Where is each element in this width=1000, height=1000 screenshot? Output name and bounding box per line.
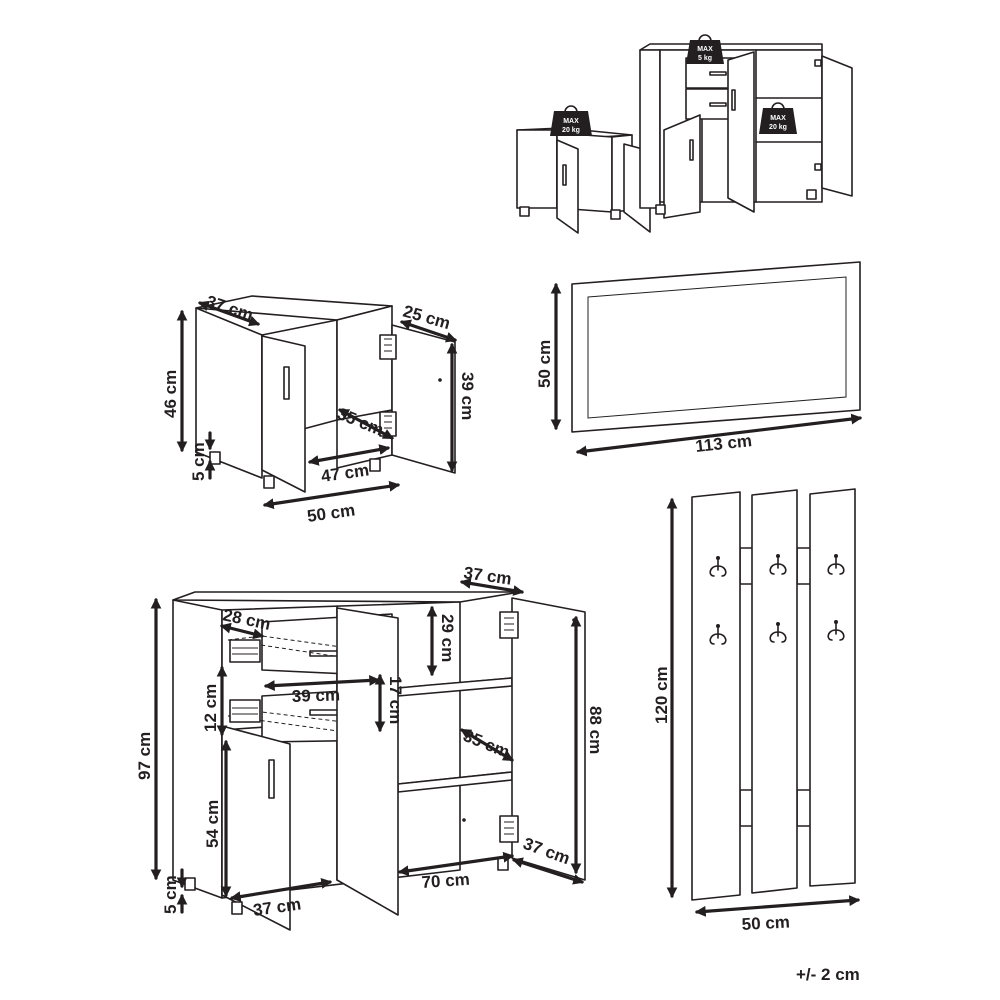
bedside-leg-height-label: 5 cm	[189, 442, 208, 481]
coat-hook-icon	[827, 554, 845, 575]
sideboard-drawer-height-2-label: 17 cm	[386, 676, 405, 724]
sideboard-lower-height-label: 54 cm	[203, 800, 222, 848]
sideboard-drawer-width-label: 39 cm	[291, 685, 340, 706]
drawer-weight-value: 5 kg	[698, 55, 712, 62]
coat-hook-icon	[769, 622, 787, 643]
mirror-width-label: 113 cm	[694, 431, 752, 456]
coat-hook-icon	[709, 624, 727, 645]
mirror-height-label: 50 cm	[535, 340, 554, 388]
sideboard-compartment-height-label: 29 cm	[438, 614, 457, 662]
coat-hook-icon	[709, 556, 727, 577]
shelf-weight-badge: MAX 20 kg	[759, 102, 797, 134]
coat-rack-height-label: 120 cm	[652, 666, 671, 724]
shelf-weight-value: 20 kg	[769, 124, 787, 131]
overview-bedside-cabinet	[516, 127, 651, 234]
coat-rack-width-label: 50 cm	[741, 912, 790, 933]
coat-hook-icon	[827, 620, 845, 641]
cabinet-weight-label: MAX	[563, 118, 579, 125]
sideboard-inner-height-label: 88 cm	[586, 706, 605, 754]
bedside-door-depth-label: 25 cm	[401, 302, 453, 334]
sideboard-drawer-height-1-label: 12 cm	[201, 684, 220, 732]
bedside-inner-width-label: 47 cm	[320, 460, 370, 486]
mirror-drawing: 50 cm 113 cm	[535, 261, 863, 457]
drawer-weight-badge: MAX 5 kg	[686, 34, 724, 64]
tolerance-note: +/- 2 cm	[796, 965, 860, 984]
bedside-width-label: 50 cm	[306, 500, 356, 526]
bedside-inner-height-label: 39 cm	[458, 372, 477, 420]
sideboard-height-label: 97 cm	[135, 732, 154, 780]
sideboard-drawing: 37 cm 28 cm 29 cm 97 cm 12 cm 39 cm 17 c…	[135, 563, 605, 931]
sideboard-leg-height-label: 5 cm	[161, 875, 180, 914]
bedside-cabinet-drawing: 37 cm 25 cm 46 cm 5 cm 35 cm 47 cm 39 cm…	[161, 292, 477, 526]
cabinet-weight-value: 20 kg	[562, 127, 580, 134]
overview-illustration: MAX 5 kg MAX 20 kg MAX 20 kg	[516, 34, 853, 234]
sideboard-inner-width-label: 70 cm	[421, 870, 470, 892]
coat-hook-icon	[769, 554, 787, 575]
cabinet-weight-badge: MAX 20 kg	[550, 105, 592, 136]
drawer-weight-label: MAX	[697, 46, 713, 53]
coat-rack-drawing: 120 cm 50 cm	[652, 488, 861, 934]
sideboard-shelf-depth-label: 35 cm	[461, 726, 513, 762]
bedside-height-label: 46 cm	[161, 370, 180, 418]
overview-sideboard	[639, 43, 853, 219]
shelf-weight-label: MAX	[770, 115, 786, 122]
